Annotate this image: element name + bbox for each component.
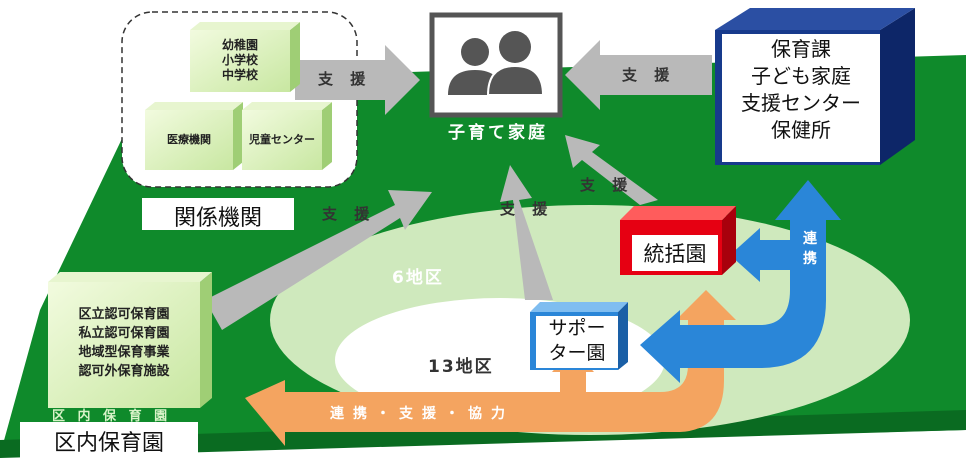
related-orgs-title-bg: [142, 198, 294, 230]
schools-box: [190, 22, 300, 92]
ward-banner: 区 内 保 育 園: [52, 409, 172, 424]
supporter-label: サポー ター園: [548, 317, 606, 364]
child-center-box: [242, 102, 332, 170]
renkei-arrow-tokatsu: [730, 228, 790, 282]
tokatsu-label: 統括園: [643, 242, 707, 266]
renkei-arrow: [640, 180, 841, 383]
support-label-mid: 支 援: [500, 200, 554, 218]
medical-box: [145, 102, 243, 170]
child-center-label: 児童センター: [249, 133, 315, 146]
six-district-label: 6地区: [392, 268, 444, 288]
cooperation-label: 連携・支援・協力: [330, 406, 514, 422]
thirteen-district-label: 13地区: [428, 357, 494, 377]
ward-nursery-types: 区立認可保育園 私立認可保育園 地域型保育事業 認可外保育施設: [78, 307, 170, 379]
related-orgs-title: 関係機関: [173, 206, 262, 231]
medical-label: 医療機関: [167, 133, 211, 146]
support-arrow-left-long: [205, 190, 432, 330]
support-label-left-long: 支 援: [322, 205, 376, 223]
support-label-related: 支 援: [318, 70, 372, 88]
support-arrow-tokatsu: [565, 135, 658, 205]
city-office-box: [715, 8, 915, 165]
support-arrow-right: [565, 40, 712, 110]
tokatsu-box: [620, 206, 736, 275]
renkei-label: 連 携: [803, 231, 817, 267]
ward-nurseries-box: [48, 272, 212, 408]
ward-title: 区内保育園: [53, 431, 164, 456]
ward-title-bg: [20, 422, 198, 458]
family-frame: [429, 12, 563, 118]
support-label-tokatsu: 支 援: [580, 176, 634, 194]
schools-label: 幼稚園 小学校 中学校: [221, 38, 258, 82]
cooperation-arrow: [245, 290, 736, 446]
city-office-text: 保育課 子ども家庭 支援センター 保健所: [741, 37, 861, 142]
family-icon: [448, 31, 545, 96]
supporter-box: [530, 302, 628, 370]
support-label-right: 支 援: [622, 66, 676, 84]
support-arrow-related: [295, 45, 420, 115]
support-arrow-mid: [500, 165, 553, 300]
family-label: 子育て家庭: [448, 123, 548, 143]
